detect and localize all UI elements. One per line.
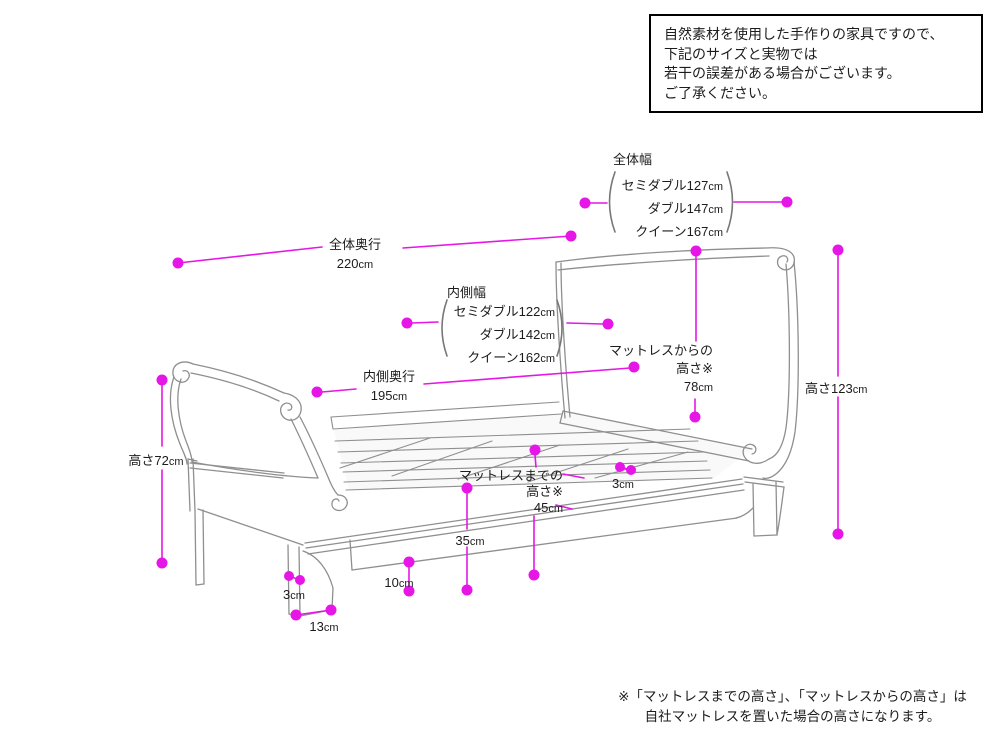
uchigawa-haba-queen: クイーン162cm xyxy=(467,350,555,365)
uchigawa-haba-paren-right xyxy=(556,299,563,357)
footboard xyxy=(169,361,348,512)
takasa-left-label: 高さ72cm xyxy=(128,453,184,468)
size-group-parens xyxy=(441,171,734,357)
notice-line: 若干の誤差がある場合がございます。 xyxy=(664,65,901,81)
d3-right-label: 3cm xyxy=(612,476,634,491)
mattress-kara-value: 78cm xyxy=(683,379,713,394)
mattress-kara-label: マットレスからの 高さ※ 78cm xyxy=(609,342,713,397)
uchigawa-haba-double: ダブル142cm xyxy=(479,327,555,342)
takasa-right-label: 高さ123cm xyxy=(805,381,868,396)
zentai-haba-queen: クイーン167cm xyxy=(635,224,723,239)
uchigawa-okuyuki-label: 内側奥行 195cm xyxy=(363,367,415,407)
zentai-haba-paren-right xyxy=(726,171,734,233)
zentai-okuyuki-label: 全体奥行 220cm xyxy=(329,235,381,275)
dimension-dots xyxy=(156,196,844,621)
uchigawa-haba-title: 内側幅 xyxy=(447,285,487,300)
zentai-okuyuki-title: 全体奥行 xyxy=(328,237,382,252)
slats xyxy=(330,401,713,491)
mattress-made-value: 45cm xyxy=(533,500,563,515)
mattress-made-label: マットレスまでの 高さ※ 45cm xyxy=(459,468,563,517)
mattress-kara-line: 高さ※ xyxy=(676,361,713,376)
footnote-line: 自社マットレスを置いた場合の高さになります。 xyxy=(644,709,941,724)
zentai-haba-title: 全体幅 xyxy=(613,152,653,167)
zentai-haba-paren-left xyxy=(608,171,616,233)
bed-drawing xyxy=(169,247,799,617)
base-frame xyxy=(187,458,785,617)
notice-line: 自然素材を使用した手作りの家具ですので、 xyxy=(664,26,944,42)
dimension-lines xyxy=(161,201,839,616)
notice-line: ご了承ください。 xyxy=(664,84,776,101)
footnote-line: ※「マットレスまでの高さ」、「マットレスからの高さ」は xyxy=(618,689,967,704)
footnote: ※「マットレスまでの高さ」、「マットレスからの高さ」は 自社マットレスを置いた場… xyxy=(600,687,985,727)
uchigawa-haba-sizes: セミダブル122cm ダブル142cm クイーン162cm xyxy=(454,301,555,370)
zentai-haba-double: ダブル147cm xyxy=(647,201,723,216)
zentai-okuyuki-value: 220cm xyxy=(336,256,374,271)
notice-line: 下記のサイズと実物では xyxy=(664,45,818,62)
mattress-made-line: マットレスまでの xyxy=(458,468,563,483)
mattress-kara-line: マットレスからの xyxy=(608,343,713,358)
d10-label: 10cm xyxy=(384,575,414,590)
zentai-haba-sizes: セミダブル127cm ダブル147cm クイーン167cm xyxy=(622,175,723,244)
d13-label: 13cm xyxy=(309,619,339,634)
d3-left-label: 3cm xyxy=(283,587,305,602)
notice-box: 自然素材を使用した手作りの家具ですので、 下記のサイズと実物では 若干の誤差があ… xyxy=(649,14,983,113)
d35-label: 35cm xyxy=(455,533,485,548)
uchigawa-haba-paren-left xyxy=(441,299,448,357)
mattress-made-line: 高さ※ xyxy=(526,484,563,499)
uchigawa-haba-semidouble: セミダブル122cm xyxy=(453,304,555,319)
uchigawa-okuyuki-title: 内側奥行 xyxy=(362,369,416,384)
zentai-haba-semidouble: セミダブル127cm xyxy=(621,178,723,193)
uchigawa-okuyuki-value: 195cm xyxy=(370,388,408,403)
